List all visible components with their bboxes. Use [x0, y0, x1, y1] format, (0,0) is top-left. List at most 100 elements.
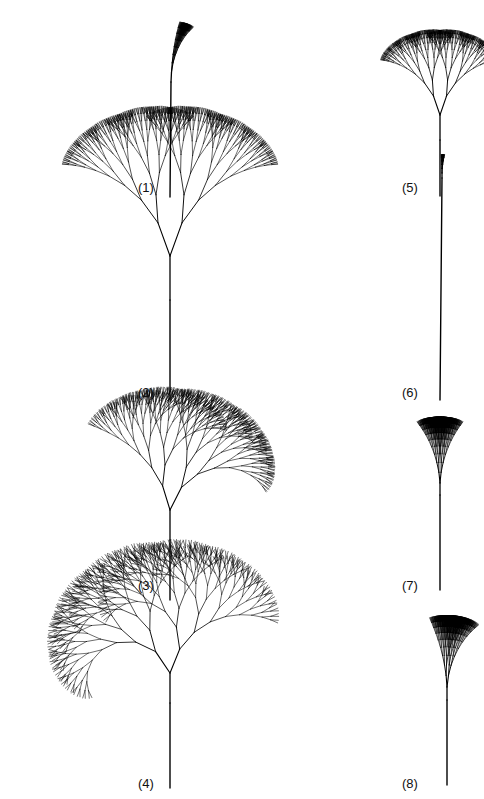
branch [124, 404, 125, 411]
branch [181, 140, 183, 154]
branch [160, 410, 161, 421]
branch [115, 426, 122, 434]
branch [191, 130, 193, 141]
branch [132, 133, 137, 144]
branch [193, 141, 197, 155]
branch [87, 148, 94, 154]
branch [132, 418, 133, 429]
branch [199, 185, 216, 200]
branch [81, 155, 88, 161]
branch [203, 132, 205, 143]
branch [144, 436, 149, 450]
branch [149, 435, 151, 450]
branch [170, 488, 181, 511]
branch [134, 132, 136, 143]
branch [150, 412, 151, 423]
branch [159, 393, 160, 400]
branch [95, 414, 99, 419]
branch [84, 152, 90, 159]
branch [134, 441, 140, 455]
branch [196, 439, 202, 453]
branch [230, 134, 236, 141]
branch [163, 465, 165, 486]
branch [98, 167, 109, 176]
branch [179, 140, 181, 154]
branch [182, 389, 183, 395]
branch [211, 421, 218, 423]
branch [250, 139, 255, 145]
branch [158, 106, 159, 112]
branch [156, 421, 160, 433]
branch [217, 138, 222, 148]
branch [193, 120, 195, 129]
branch [250, 153, 257, 159]
branch [102, 136, 107, 144]
branch [133, 145, 141, 157]
branch [109, 176, 125, 185]
branch [158, 223, 170, 256]
branch [168, 387, 169, 393]
branch [203, 429, 211, 439]
branch [122, 421, 128, 430]
branch [137, 144, 142, 158]
branch [231, 167, 242, 176]
branch [140, 405, 142, 414]
branch [141, 200, 158, 223]
branch [191, 419, 197, 428]
branch [160, 433, 163, 448]
branch [186, 452, 196, 467]
branch [182, 200, 199, 223]
branch [173, 414, 180, 422]
branch [192, 130, 193, 141]
branch [143, 413, 145, 423]
branch [213, 428, 220, 429]
branch [113, 154, 123, 165]
branch [144, 141, 148, 155]
branch [181, 173, 184, 195]
branch [231, 171, 244, 177]
branch [156, 195, 158, 223]
branch [156, 173, 159, 195]
branch [160, 420, 161, 433]
branch [109, 433, 118, 438]
branch [159, 140, 161, 154]
branch [217, 151, 223, 164]
branch [161, 410, 164, 420]
branch [199, 179, 208, 200]
branch [168, 410, 172, 420]
branch [244, 167, 255, 170]
branch [120, 137, 123, 148]
branch [186, 449, 187, 467]
branch [216, 171, 227, 185]
branch [145, 113, 146, 120]
branch [130, 418, 132, 428]
branch [165, 449, 173, 465]
branch [187, 435, 192, 449]
branch [159, 156, 165, 173]
branch [142, 413, 144, 423]
branch [241, 143, 247, 150]
branch [234, 137, 240, 144]
branch [199, 144, 204, 158]
branch [117, 151, 123, 164]
branch [196, 443, 208, 452]
branch [170, 223, 182, 256]
branch [217, 154, 227, 165]
branch [122, 434, 129, 444]
branch [208, 434, 217, 443]
branch [96, 171, 109, 177]
branch [142, 404, 143, 413]
branch [98, 139, 104, 146]
branch [111, 430, 118, 438]
branch [245, 146, 252, 153]
branch [85, 167, 96, 170]
branch [175, 156, 181, 173]
branch [170, 82, 171, 197]
branch [113, 171, 124, 185]
branch [252, 157, 260, 161]
branch [118, 138, 123, 148]
branch [184, 173, 191, 195]
branch [90, 145, 95, 153]
branch [199, 145, 207, 157]
branch [164, 433, 167, 448]
